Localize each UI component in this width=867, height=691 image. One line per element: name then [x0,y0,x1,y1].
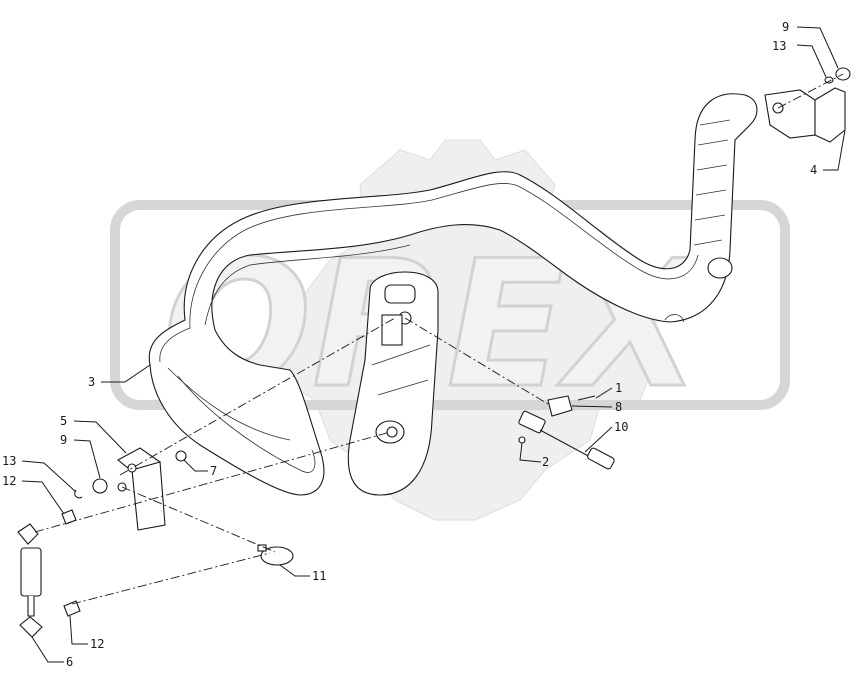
frame-end-cap [664,314,685,323]
part-6-bottom-eye [19,616,43,638]
leader-12a [21,480,65,515]
part-6-cylinder [20,547,42,597]
switch-part-8 [547,395,596,417]
callout-5: 5 [60,414,67,428]
leader-12b [69,615,88,645]
callout-13-left: 13 [2,454,16,468]
callout-11: 11 [312,569,326,583]
gas-strut-part-6 [17,523,43,638]
leader-5 [73,420,127,454]
leader-1 [595,387,613,399]
leader-4 [823,129,846,171]
nut-13-top [824,76,834,84]
axis-lower-hinge [121,486,276,553]
washer-nut-top [824,67,851,84]
assembly-axis-lines [34,73,844,605]
callout-9-top: 9 [782,20,789,34]
leader-9a [796,26,839,69]
cable-part-10 [518,410,615,470]
callout-10: 10 [614,420,628,434]
bracket-body [347,271,439,496]
leader-13a [796,44,827,78]
frame-outer-contour [148,93,758,496]
part-4-plate [764,89,816,139]
part-4-flange [814,87,846,143]
part-1-screw [577,395,596,401]
frame-inner-line-3 [177,375,316,473]
axis-strut-to-boss [34,431,391,533]
part-10-sensor [518,410,546,434]
part-5-plate [131,461,166,531]
callout-labels: 9 13 4 3 1 8 10 2 5 9 7 13 12 11 12 6 [2,20,817,669]
frame-inner-line-2 [167,244,411,441]
callout-2: 2 [542,455,549,469]
washer-part-7 [175,450,187,462]
leader-13b [21,460,77,493]
leader-lines [21,26,846,663]
bracket-top-slot [384,284,416,304]
part-10-wire [539,429,593,459]
axis-bolt-to-clamp [71,552,271,605]
hinge-plate-part-5 [117,447,166,531]
axis-top-washer [777,73,844,109]
leader-10 [584,426,613,453]
callout-6: 6 [66,655,73,669]
part-10-connector [587,447,615,470]
frame-grip-ridges [693,119,731,246]
callout-12-top: 12 [2,474,16,488]
callout-12-bottom: 12 [90,637,104,651]
leader-7 [183,459,208,472]
callout-4: 4 [810,163,817,177]
part-8-block [547,395,573,417]
armrest-frame-part-3 [148,93,758,496]
leader-8 [571,405,613,408]
bracket-lower-pin [386,426,398,438]
part-6-top-eye [17,523,39,545]
callout-3: 3 [88,375,95,389]
bracket-edge-detail [371,344,431,396]
leader-3 [101,364,151,383]
washer-part-9-left [92,478,108,494]
bracket-part-4 [764,87,846,143]
bolt-part-12-top [61,509,77,525]
part-11-ring [260,546,294,566]
leader-11 [279,564,310,577]
callout-8: 8 [615,400,622,414]
part-2-nut [518,436,526,444]
axis-hinge-to-bracket [119,317,396,476]
leader-6 [31,636,64,663]
frame-inner-line-1 [159,183,699,363]
callout-1: 1 [615,381,622,395]
callout-7: 7 [210,464,217,478]
leader-2 [519,442,542,463]
axis-bracket-to-switch [404,317,549,405]
clamp-part-11 [257,544,294,566]
callout-13-top: 13 [772,39,786,53]
bolt-part-12-bottom [63,600,81,617]
leader-9b [73,439,101,479]
frame-socket-hole [707,257,733,279]
callout-9-left: 9 [60,433,67,447]
part-6-rod [27,596,35,617]
